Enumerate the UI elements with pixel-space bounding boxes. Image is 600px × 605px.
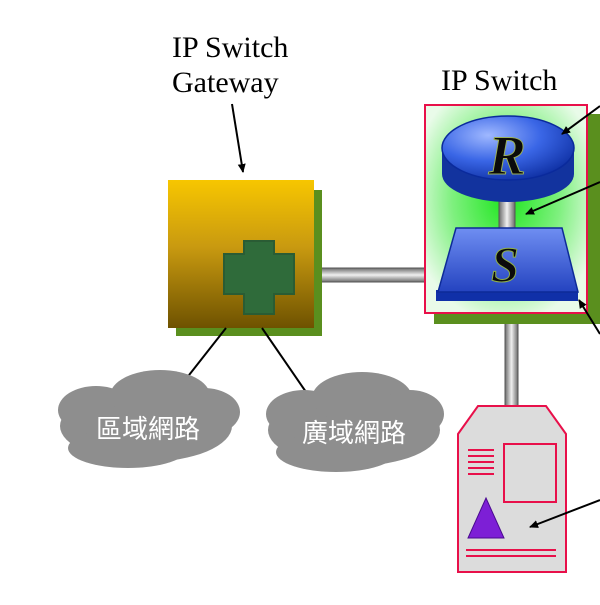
gateway-label-line1: IP Switch [172,31,288,64]
device-callout-arrow [529,499,600,528]
lan-cloud: 區域網路 [58,370,240,468]
device-bottom-lines [466,549,556,557]
lan-link [181,327,227,385]
stem-callout-arrow [525,181,600,215]
router-component: R [441,115,575,202]
switch-device-link [504,317,519,409]
device-window [503,443,557,503]
device-triangle-icon [467,496,505,539]
gateway-node [168,180,322,336]
wan-link [261,327,307,393]
switch-letter: S [491,236,519,292]
wan-cloud: 廣域網路 [266,372,444,472]
switch-callout-arrow [578,299,600,335]
ip-switch-node: S R [424,104,600,324]
router-letter: R [487,125,525,187]
gateway-cross-icon [223,240,295,315]
lan-cloud-label: 區域網路 [96,415,200,445]
device-body [457,405,567,573]
router-callout-arrow [561,105,600,135]
wan-cloud-label: 廣域網路 [302,419,406,449]
gateway-label-line2: Gateway [172,66,279,99]
device-text-lines [468,449,494,475]
gateway-pointer-arrow [231,103,246,173]
terminal-device [457,405,567,573]
ip-switch-label: IP Switch [441,64,557,97]
switch-component: S [436,227,579,301]
